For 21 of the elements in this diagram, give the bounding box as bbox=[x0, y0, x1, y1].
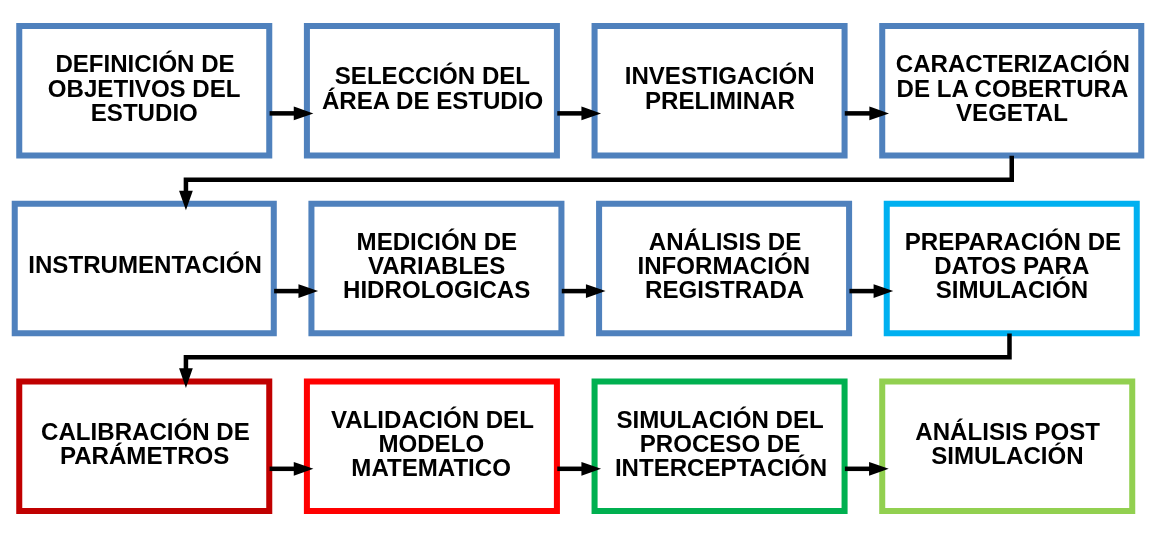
node-box: ANÁLISIS DE INFORMACIÓN REGISTRADA bbox=[596, 200, 853, 337]
node-box: INSTRUMENTACIÓN bbox=[11, 200, 277, 337]
arrow bbox=[274, 284, 319, 298]
arrow bbox=[561, 284, 606, 298]
node-box: PREPARACIÓN DE DATOS PARA SIMULACIÓN bbox=[883, 200, 1140, 337]
node-box: INVESTIGACIÓN PRELIMINAR bbox=[591, 23, 848, 159]
arrow bbox=[557, 461, 602, 476]
node-box: VALIDACIÓN DEL MODELO MATEMATICO bbox=[303, 378, 560, 514]
node-box: CARACTERIZACIÓN DE LA COBERTURA VEGETAL bbox=[879, 23, 1145, 159]
node-box: SELECCIÓN DEL ÁREA DE ESTUDIO bbox=[303, 23, 560, 159]
node-box: SIMULACIÓN DEL PROCESO DE INTERCEPTACIÓN bbox=[591, 378, 848, 514]
arrow bbox=[849, 284, 894, 298]
arrow bbox=[844, 106, 889, 121]
node-box: MEDICIÓN DE VARIABLES HIDROLOGICAS bbox=[308, 200, 565, 337]
node-box: CALIBRACIÓN DE PARÁMETROS bbox=[16, 378, 273, 514]
arrow bbox=[269, 461, 314, 476]
arrow bbox=[844, 461, 889, 476]
node-box: ANÁLISIS POST SIMULACIÓN bbox=[879, 378, 1136, 514]
arrow bbox=[269, 106, 314, 121]
node-box: DEFINICIÓN DE OBJETIVOS DEL ESTUDIO bbox=[16, 23, 273, 159]
arrow bbox=[557, 106, 602, 121]
